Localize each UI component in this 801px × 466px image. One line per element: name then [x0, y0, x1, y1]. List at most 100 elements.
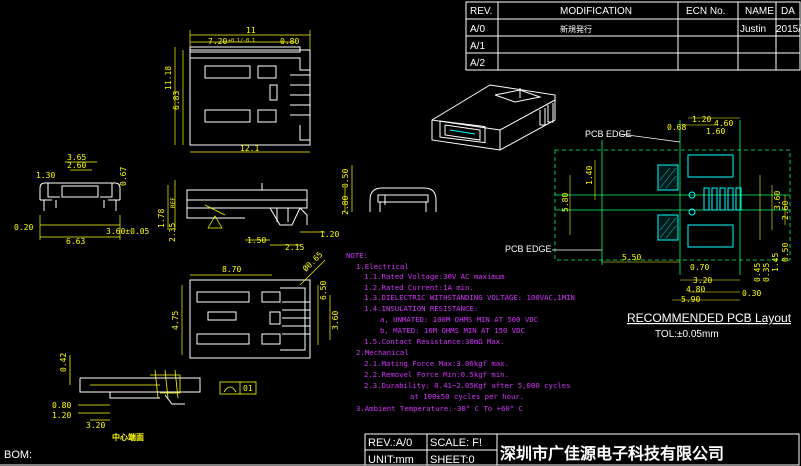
pcb-5-50-dim: 5.50 — [622, 253, 641, 262]
side-l3-dim: 1.20 — [320, 230, 339, 239]
revision-table — [465, 1, 801, 71]
side-view-dimensions — [167, 180, 325, 246]
total-height-dim: 11.18 — [164, 66, 173, 90]
inner-height-dim: 6.83 — [172, 91, 181, 110]
side-h1-dim: 1.78 — [157, 209, 166, 228]
pin-detail-label: 中心端面 — [112, 432, 144, 442]
note-line-2: 1.1.Rated Voltage:30V AC maximum — [364, 272, 505, 281]
pcb-edge-top-leader — [619, 133, 681, 143]
front-right-height-dim: 0.67 — [119, 167, 128, 186]
company-name: 深圳市广佳源电子科技有限公司 — [500, 444, 724, 463]
note-line-4: 1.3.DIELECTRIC WITHSTANDING VOLTAGE: 100… — [364, 293, 575, 302]
pcb-pads — [657, 154, 742, 248]
note-line-13: at 100±50 cycles per hour. — [410, 392, 524, 401]
front-bottom-left-dim: 0.20 — [14, 223, 33, 232]
pin-contacts — [69, 355, 181, 421]
bottom-r2-dim: 3.60 — [331, 311, 340, 330]
pcb-1-40-dim: 1.40 — [585, 166, 594, 185]
note-line-14: 3.Ambient Temperature:-30° C To +60° C — [356, 404, 523, 413]
pcb-1-45-dim: 1.45 — [771, 253, 780, 272]
tolerance-label: TOL:±0.05mm — [655, 329, 719, 340]
pcb-0-35-dim: 0.35 — [762, 263, 771, 282]
unit-label: UNIT:mm — [368, 454, 414, 466]
front-view-dimensions — [39, 161, 121, 240]
pcb-2-60-dim: 2.60 — [781, 201, 790, 220]
isometric-view — [431, 84, 556, 151]
front-top-dim: 3.65 — [67, 153, 86, 162]
top-view — [189, 46, 311, 146]
top-view-dimensions — [174, 30, 311, 153]
bottom-width-dim: 8.70 — [222, 265, 241, 274]
title-block — [0, 433, 800, 466]
front-view — [39, 182, 121, 211]
note-line-12: 2.3.Durability: 0.41~2.05Kgf after 5,000… — [364, 381, 570, 390]
end-h1-dim: 0.50 — [341, 169, 350, 188]
front-bottom-dim: 6.63 — [66, 237, 85, 246]
end-h2-dim: 2.80 — [341, 196, 350, 215]
bottom-diag-dim: Ø0.65 — [300, 249, 324, 273]
top-left-tol-dim: +0.1/-0.1 — [228, 38, 255, 44]
scale-label: SCALE: F! — [430, 437, 482, 449]
top-width-dim: 11 — [246, 26, 256, 35]
rev-row-2: A/1 — [470, 41, 485, 52]
datum-flag — [219, 381, 257, 395]
datum-flag-label: 01 — [243, 384, 253, 393]
pcb-layout-outline — [554, 120, 791, 275]
pin-detail — [79, 377, 201, 405]
datum-triangle-icon — [207, 215, 223, 229]
pcb-0-70-dim: 0.70 — [690, 263, 709, 272]
top-right-width-dim: 0.80 — [280, 37, 299, 46]
note-line-6: a, UNMATED: 100M OHMS MIN AT 500 VDC — [380, 315, 538, 324]
pcb-0-50-dim: 0.50 — [781, 243, 790, 262]
pcb-1-20-dim: 1.20 — [692, 115, 711, 124]
side-view — [186, 183, 308, 226]
pcb-hatch-icon — [659, 167, 677, 239]
note-line-5: 1.4.INSULATION RESISTANCE: — [364, 304, 478, 313]
modification-row-1: 新規発行 — [560, 24, 592, 34]
front-left-height-dim: 1.30 — [36, 171, 55, 180]
top-left-width-dim: 7.20 — [208, 37, 227, 46]
note-line-9: 2.Mechanical — [356, 348, 409, 357]
sheet-label: SHEET:0 — [430, 454, 475, 466]
bom-label: BOM: — [4, 449, 32, 461]
pcb-5-80-dim: 5.80 — [561, 193, 570, 212]
bottom-view — [189, 279, 311, 359]
end-view-dimensions — [344, 165, 353, 212]
bottom-view-dimensions — [181, 259, 331, 355]
end-view — [369, 187, 437, 212]
note-line-3: 1.2.Rated Current:1A min. — [364, 283, 474, 292]
modification-header: MODIFICATION — [560, 6, 632, 17]
ecn-header: ECN No. — [686, 6, 725, 17]
bottom-r1-dim: 6.50 — [319, 281, 328, 300]
rev-row-3: A/2 — [470, 58, 485, 69]
date-row-1: 2015/ — [776, 24, 801, 35]
note-line-8: 1.5.Contact Resistance:30mΩ Max. — [364, 337, 505, 346]
bottom-height-dim: 4.75 — [171, 311, 180, 330]
notes-block: NOTE: 1.Electrical 1.1.Rated Voltage:30V… — [346, 251, 575, 413]
side-h2-dim: 2.35 — [168, 223, 177, 242]
pin-h1-dim: 0.42 — [59, 353, 68, 372]
pcb-edge-top-label: PCB EDGE — [585, 129, 632, 139]
rev-header: REV. — [470, 6, 492, 17]
pin-b1-dim: 0.80 — [52, 401, 71, 410]
side-ref-dim: REF — [170, 197, 177, 208]
pin-b2-dim: 1.20 — [52, 411, 71, 420]
name-row-1: Justin — [740, 24, 766, 35]
pcb-5-90-dim: 5.90 — [681, 295, 700, 304]
side-l2-dim: 2.15 — [285, 243, 304, 252]
pcb-dimensions — [569, 117, 786, 301]
pcb-0-30-dim: 0.30 — [742, 289, 761, 298]
note-line-10: 2.1.Mating Force Max:3.06kgf max. — [364, 359, 509, 368]
note-line-7: b, MATED: 10M OHMS MIN AT 150 VDC — [380, 326, 525, 335]
side-l1-dim: 1.50 — [247, 236, 266, 245]
pin-b3-dim: 3.20 — [86, 421, 105, 430]
rev-label: REV.:A/0 — [368, 437, 412, 449]
pcb-3-20-dim: 3.20 — [693, 276, 712, 285]
pcb-3-60-dim: 3.60 — [773, 191, 782, 210]
front-inner-dim: 2.60 — [67, 161, 86, 170]
rev-row-1: A/0 — [470, 24, 485, 35]
pcb-1-60-dim: 1.60 — [706, 127, 725, 136]
pcb-0-45-dim: 0.45 — [753, 263, 762, 282]
front-bottom-right-dim: 3.60±0.05 — [106, 227, 150, 236]
